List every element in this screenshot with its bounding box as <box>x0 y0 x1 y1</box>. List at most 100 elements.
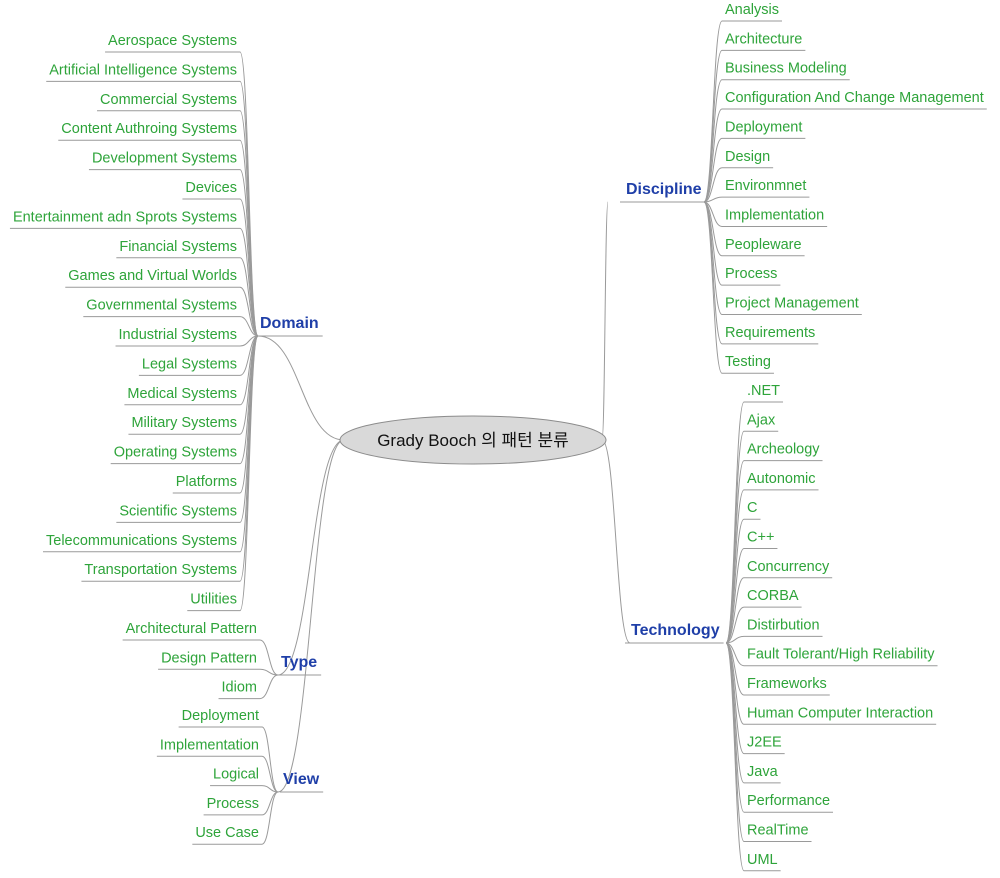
branch-label-type: Type <box>281 654 317 671</box>
leaf-technology-item: C++ <box>747 530 774 546</box>
leaf-domain-item: Aerospace Systems <box>108 33 237 49</box>
connector-line <box>261 726 279 793</box>
leaf-domain-item: Platforms <box>176 474 237 490</box>
branch-view: View DeploymentImplementationLogicalProce… <box>156 708 324 845</box>
connector-line <box>703 79 723 203</box>
leaf-technology-item: CORBA <box>747 588 799 604</box>
leaf-technology-item: .NET <box>747 383 780 399</box>
branch-label-view: View <box>283 771 320 788</box>
leaf-domain-item: Governmental Systems <box>86 298 237 314</box>
leaf-discipline-item: Analysis <box>725 2 779 18</box>
connector-line <box>703 49 723 203</box>
connector-line <box>261 785 279 793</box>
leaf-domain-item: Devices <box>185 180 237 196</box>
leaf-technology-item: J2EE <box>747 735 782 751</box>
connector-line <box>261 791 279 845</box>
leaf-technology-item: Ajax <box>747 412 776 428</box>
leaf-domain-item: Entertainment adn Sprots Systems <box>13 209 237 225</box>
connector-line <box>725 635 745 644</box>
leaf-domain-item: Transportation Systems <box>84 562 237 578</box>
leaf-technology-item: Distirbution <box>747 617 820 633</box>
branch-label-discipline: Discipline <box>626 181 702 198</box>
leaf-type-item: Architectural Pattern <box>126 621 257 637</box>
leaf-domain-item: Content Authroing Systems <box>61 121 237 137</box>
connector-line <box>725 577 745 644</box>
leaf-domain-item: Financial Systems <box>119 239 237 255</box>
leaf-discipline-item: Process <box>725 266 777 282</box>
leaf-view-item: Implementation <box>160 737 259 753</box>
leaf-technology-item: Autonomic <box>747 471 816 487</box>
connector-line <box>259 668 279 676</box>
connector-line <box>239 286 259 337</box>
connector-line <box>725 518 745 644</box>
leaf-discipline-item: Deployment <box>725 119 802 135</box>
leaf-technology-item: Performance <box>747 793 830 809</box>
connector-line <box>725 548 745 644</box>
leaf-domain-item: Military Systems <box>131 415 237 431</box>
root-node: Grady Booch 의 패턴 분류 <box>339 415 607 465</box>
leaf-technology-item: Archeology <box>747 442 820 458</box>
connector-line <box>601 201 609 441</box>
connector-line <box>601 439 631 644</box>
connector-line <box>725 642 745 842</box>
leaf-discipline-item: Environmnet <box>725 178 806 194</box>
connector-line <box>239 139 259 337</box>
leaf-view-item: Use Case <box>195 825 259 841</box>
leaf-domain-item: Games and Virtual Worlds <box>68 268 237 284</box>
leaf-domain-item: Telecommunications Systems <box>46 533 237 549</box>
connector-line <box>277 439 345 793</box>
leaf-discipline-item: Configuration And Change Management <box>725 90 984 106</box>
leaf-domain-item: Operating Systems <box>114 445 237 461</box>
leaf-domain-item: Utilities <box>190 592 237 608</box>
connector-line <box>239 335 259 523</box>
leaf-discipline-item: Testing <box>725 354 771 370</box>
connector-line <box>277 439 345 676</box>
leaf-discipline-item: Architecture <box>725 31 802 47</box>
branch-label-domain: Domain <box>260 315 319 332</box>
connector-line <box>703 201 723 374</box>
leaf-discipline-item: Project Management <box>725 296 859 312</box>
root-ellipse <box>339 415 607 465</box>
leaf-discipline-item: Implementation <box>725 207 824 223</box>
leaf-technology-item: Human Computer Interaction <box>747 705 933 721</box>
leaf-domain-item: Development Systems <box>92 151 237 167</box>
connector-line <box>703 108 723 203</box>
connector-line <box>239 316 259 337</box>
leaf-technology-item: RealTime <box>747 823 809 839</box>
leaf-discipline-item: Requirements <box>725 325 815 341</box>
leaf-type-item: Design Pattern <box>161 650 257 666</box>
leaf-discipline-item: Business Modeling <box>725 61 847 77</box>
connector-line <box>725 642 745 872</box>
connector-line <box>703 201 723 345</box>
leaf-view-item: Process <box>207 796 259 812</box>
leaf-technology-item: UML <box>747 852 778 868</box>
leaf-view-item: Deployment <box>182 708 259 724</box>
connector-line <box>239 110 259 337</box>
leaf-view-item: Logical <box>213 767 259 783</box>
connector-lines <box>239 20 745 872</box>
leaf-domain-item: Legal Systems <box>142 356 237 372</box>
connector-line <box>703 201 723 315</box>
connector-line <box>239 335 259 612</box>
leaf-type-item: Idiom <box>222 680 257 696</box>
leaf-domain-item: Industrial Systems <box>119 327 237 343</box>
connector-line <box>703 196 723 203</box>
leaf-technology-item: Java <box>747 764 779 780</box>
leaf-domain-item: Artificial Intelligence Systems <box>49 62 237 78</box>
connector-line <box>257 335 345 441</box>
root-label: Grady Booch 의 패턴 분류 <box>377 431 569 450</box>
connector-line <box>725 606 745 644</box>
connector-line <box>239 198 259 337</box>
branch-label-technology: Technology <box>631 622 720 639</box>
leaf-technology-item: C <box>747 500 757 516</box>
leaf-discipline-item: Peopleware <box>725 237 802 253</box>
leaf-technology-item: Concurrency <box>747 559 830 575</box>
connector-line <box>259 674 279 700</box>
leaf-discipline-item: Design <box>725 149 770 165</box>
leaf-technology-item: Frameworks <box>747 676 827 692</box>
